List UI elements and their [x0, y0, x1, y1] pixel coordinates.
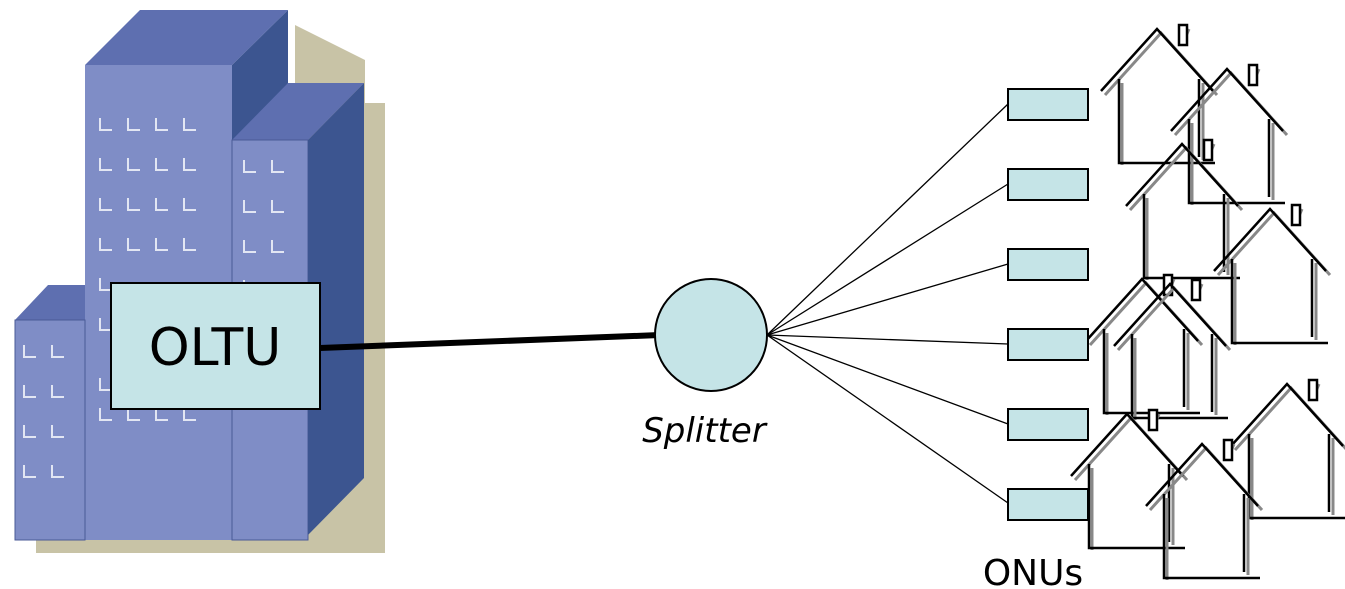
office-building-icon	[14, 10, 385, 553]
onu-box-4	[1007, 328, 1089, 361]
houses	[1069, 23, 1345, 582]
house-icon	[1099, 23, 1219, 167]
oltu-label: OLTU	[149, 318, 282, 378]
onu-box-5	[1007, 408, 1089, 441]
splitter-label: Splitter	[642, 411, 768, 451]
feeder-fiber	[319, 332, 661, 351]
onu-box-3	[1007, 248, 1089, 281]
onu-box-6	[1007, 488, 1089, 521]
oltu-box	[110, 282, 321, 410]
onu-box-1	[1007, 88, 1089, 121]
splitter-circle	[654, 278, 768, 392]
onus-label: ONUs	[983, 553, 1083, 589]
house-icon	[1084, 273, 1204, 417]
onu-box-2	[1007, 168, 1089, 201]
house-icon	[1169, 63, 1289, 207]
distribution-fibers	[766, 103, 1009, 504]
house-icon	[1144, 438, 1264, 582]
house-icon	[1212, 203, 1332, 347]
